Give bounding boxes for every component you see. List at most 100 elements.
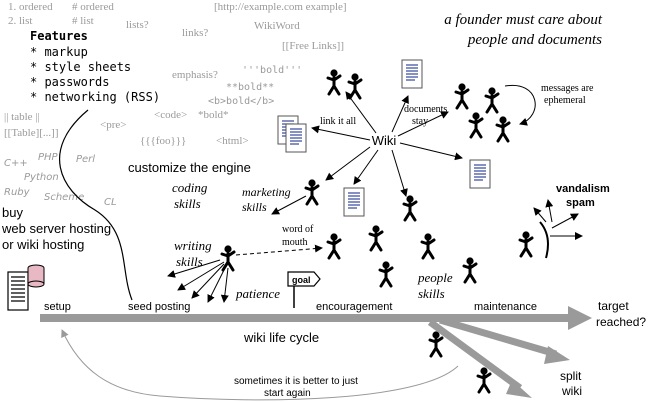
person-icon xyxy=(468,110,484,139)
syntax-list-2: # list xyxy=(72,15,94,27)
arrow-to-person-below xyxy=(391,149,408,197)
syntax-url: [http://example.com example] xyxy=(214,1,347,13)
link-it-all-label: link it all xyxy=(320,116,356,127)
syntax-free-links: [[Free Links]] xyxy=(282,40,344,52)
split-branch xyxy=(439,316,557,358)
messages-loop-arrow xyxy=(504,84,536,126)
document-icon-bottom xyxy=(343,187,365,217)
person-icon xyxy=(420,231,436,260)
documents-stay-line-2: stay xyxy=(412,116,428,127)
fork-branch xyxy=(427,319,523,391)
person-icon xyxy=(402,193,418,222)
messages-line-1: messages are xyxy=(541,83,594,94)
customize-engine-label: customize the engine xyxy=(128,160,251,175)
syntax-emphasis: emphasis? xyxy=(172,69,218,81)
founder-quote-line-1: a founder must care about xyxy=(444,12,603,28)
lang-cl: CL xyxy=(104,197,117,208)
split-line-2: wiki xyxy=(561,384,582,398)
arrow-to-doc-right xyxy=(399,142,463,161)
buy-hosting-line-3: or wiki hosting xyxy=(2,237,84,252)
syntax-wikiword: WikiWord xyxy=(254,20,300,32)
person-icon xyxy=(476,365,492,394)
syntax-ordered-1: 1. ordered xyxy=(8,1,53,13)
syntax-lists: lists? xyxy=(126,19,149,31)
syntax-ordered-2: # ordered xyxy=(72,1,114,13)
document-icon-left-front xyxy=(285,123,307,153)
syntax-code: <code> xyxy=(154,109,187,121)
syntax-table-2: [[Table][...]] xyxy=(4,127,59,139)
vandalism-arrows xyxy=(533,199,583,259)
stage-encouragement: encouragement xyxy=(316,301,392,313)
lifecycle-timeline: setup seed posting encouragement mainten… xyxy=(40,299,646,401)
vandalism-label: vandalism xyxy=(556,183,610,195)
timeline-bar xyxy=(40,314,570,322)
fork-arrowhead xyxy=(506,380,532,398)
restart-arrow xyxy=(61,329,459,401)
lang-perl: Perl xyxy=(76,154,95,165)
stage-seed-posting: seed posting xyxy=(128,301,190,313)
features-block: Features * markup * style sheets * passw… xyxy=(30,29,160,104)
arrow-to-doc-below xyxy=(353,149,379,185)
arrow-to-marketer xyxy=(325,146,371,181)
word-of-mouth-arrow xyxy=(235,244,323,256)
shield-arc xyxy=(539,221,549,259)
lang-ruby: Ruby xyxy=(4,187,31,198)
founder-quote: a founder must care about people and doc… xyxy=(444,12,603,48)
syntax-list-1: 2. list xyxy=(8,15,32,27)
writer-arrows xyxy=(167,195,323,303)
person-icon xyxy=(378,259,394,288)
lang-cpp: C++ xyxy=(4,158,28,169)
features-title: Features xyxy=(30,29,88,43)
goal-label: goal xyxy=(292,275,311,285)
buy-hosting-line-2: web server hosting xyxy=(1,221,111,236)
syntax-table-1: || table || xyxy=(4,111,40,123)
lang-php: PHP xyxy=(38,152,59,163)
stage-setup: setup xyxy=(44,301,71,313)
target-line-1: target xyxy=(598,299,629,313)
document-icon-top xyxy=(401,59,423,89)
goal-sign: goal xyxy=(287,271,321,308)
syntax-pre: <pre> xyxy=(100,119,126,131)
person-icon xyxy=(347,71,363,100)
feature-passwords: * passwords xyxy=(30,75,109,89)
lang-python: Python xyxy=(24,172,59,183)
writing-skills-line-2: skills xyxy=(176,254,203,269)
messages-line-2: ephemeral xyxy=(544,95,586,106)
person-icon xyxy=(495,114,511,143)
arrow-to-docs-left xyxy=(311,125,371,141)
buy-hosting-line-1: buy xyxy=(2,205,23,220)
syntax-links: links? xyxy=(182,27,208,39)
writing-skills-line-1: writing xyxy=(174,238,212,253)
lang-scheme: Scheme xyxy=(44,192,84,203)
word-of-mouth-line-1: word of xyxy=(282,224,314,235)
person-icon xyxy=(428,329,444,358)
person-icon xyxy=(326,231,342,260)
coding-skills-line-2: skills xyxy=(174,196,201,211)
person-icon xyxy=(454,81,470,110)
split-arrowhead xyxy=(544,346,570,364)
wiki-syntax-cloud: 1. ordered # ordered 2. list # list list… xyxy=(4,1,347,147)
syntax-bold-4: *bold* xyxy=(198,109,229,121)
timeline-arrowhead xyxy=(568,306,592,330)
arrow-to-people-right xyxy=(397,111,449,137)
person-icon xyxy=(326,67,342,96)
languages-cloud: C++ PHP Perl Python Ruby Scheme CL xyxy=(4,152,117,208)
stage-maintenance: maintenance xyxy=(474,301,537,313)
person-icon xyxy=(484,85,500,114)
syntax-bold-1: '''bold''' xyxy=(242,65,302,76)
restart-line-1: sometimes it is better to just xyxy=(234,376,358,387)
timeline-title: wiki life cycle xyxy=(243,330,319,345)
restart-line-2: start again xyxy=(264,388,311,399)
marketing-skills-line-1: marketing xyxy=(242,185,291,199)
split-line-1: split xyxy=(560,369,582,383)
person-icon xyxy=(368,223,384,252)
document-icon-right xyxy=(469,159,491,189)
skill-curve xyxy=(59,109,133,301)
person-icon-writer xyxy=(220,243,236,272)
syntax-bold-3: <b>bold</b> xyxy=(208,96,274,107)
syntax-html: <html> xyxy=(216,135,249,147)
person-icon xyxy=(462,255,478,284)
target-line-2: reached? xyxy=(596,315,646,329)
syntax-foo: {{{foo}}} xyxy=(140,135,186,147)
